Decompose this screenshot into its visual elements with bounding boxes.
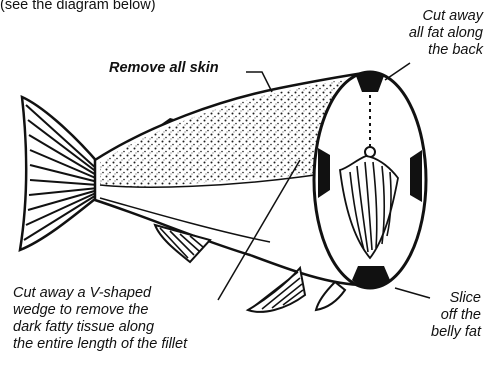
belly-line-3: belly fat: [431, 324, 481, 341]
tail-fin-icon: [20, 97, 100, 250]
cut-back-line-3: the back: [409, 42, 483, 59]
cut-back-line-2: all fat along: [409, 25, 483, 42]
v-wedge-line-3: dark fatty tissue along: [13, 319, 187, 336]
fillet-cross-section: [314, 72, 426, 289]
v-wedge-label: Cut away a V-shaped wedge to remove the …: [13, 285, 187, 353]
belly-line-1: Slice: [431, 290, 481, 307]
v-wedge-line-1: Cut away a V-shaped: [13, 285, 187, 302]
remove-skin-label: Remove all skin: [109, 60, 219, 77]
cut-back-line-1: Cut away: [409, 8, 483, 25]
v-wedge-line-4: the entire length of the fillet: [13, 336, 187, 353]
belly-fat-label: Slice off the belly fat: [431, 290, 481, 341]
belly-line-2: off the: [431, 307, 481, 324]
cut-back-label: Cut away all fat along the back: [409, 8, 483, 59]
v-wedge-line-2: wedge to remove the: [13, 302, 187, 319]
